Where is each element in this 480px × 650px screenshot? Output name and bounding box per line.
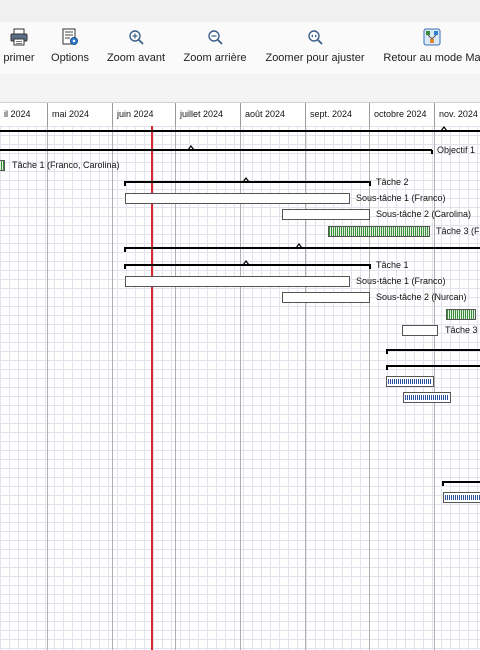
month-divider xyxy=(369,126,370,650)
task-bar-blue-1[interactable] xyxy=(386,376,434,387)
summary-bracket-objectif-4 xyxy=(442,481,480,486)
month-june: juin 2024 xyxy=(112,103,175,126)
month-october: octobre 2024 xyxy=(369,103,434,126)
return-mode-button-label: Retour au mode Ma xyxy=(383,52,480,64)
zoom-fit-button[interactable]: Zoomer pour ajuster xyxy=(262,22,368,74)
task-bar-tache-3-b[interactable] xyxy=(402,325,438,336)
timeline-header: il 2024 mai 2024 juin 2024 juillet 2024 … xyxy=(0,102,480,127)
task-bar-tache-1-franco-carolina[interactable] xyxy=(0,160,5,171)
summary-bracket-tache-2 xyxy=(124,181,371,186)
task-bar-blue-3[interactable] xyxy=(443,492,480,503)
toolbar-separator xyxy=(0,74,480,102)
options-button-label: Options xyxy=(51,52,89,64)
task-label-tache-3: Tâche 3 (F xyxy=(436,226,480,236)
task-bar-tache-3[interactable] xyxy=(328,226,430,237)
task-bar-sous-tache-1-franco[interactable] xyxy=(125,193,350,204)
summary-brackets xyxy=(0,126,480,486)
month-divider xyxy=(240,126,241,650)
task-label-sous-tache-2-nurcan: Sous-tâche 2 (Nurcan) xyxy=(376,292,467,302)
month-april: il 2024 xyxy=(0,103,47,126)
task-label-tache-1-franco-carolina: Tâche 1 (Franco, Carolina) xyxy=(12,160,120,170)
task-label-sous-tache-2-carolina: Sous-tâche 2 (Carolina) xyxy=(376,209,472,219)
return-mode-button[interactable]: Retour au mode Ma xyxy=(380,22,480,74)
gantt-chart-area[interactable]: Objectif 1 Tâche 1 (Franco, Carolina) Tâ… xyxy=(0,126,480,650)
month-july: juillet 2024 xyxy=(175,103,240,126)
month-august: août 2024 xyxy=(240,103,305,126)
options-icon xyxy=(62,28,78,45)
zoom-in-button[interactable]: Zoom avant xyxy=(104,22,168,74)
task-bar-blue-2[interactable] xyxy=(403,392,451,403)
zoom-fit-icon xyxy=(308,30,323,45)
task-label-tache-1: Tâche 1 xyxy=(376,260,409,270)
month-september: sept. 2024 xyxy=(305,103,369,126)
summary-bracket-tache-1 xyxy=(124,264,371,269)
month-may: mai 2024 xyxy=(47,103,112,126)
zoom-in-icon xyxy=(129,30,144,45)
toolbar: primer Options Zoom avant Zoom arrière xyxy=(0,22,480,74)
zoom-out-button-label: Zoom arrière xyxy=(183,52,247,64)
return-mode-icon xyxy=(423,28,441,46)
zoom-fit-button-label: Zoomer pour ajuster xyxy=(265,52,365,64)
task-label-sous-tache-1-franco-b: Sous-tâche 1 (Franco) xyxy=(356,276,446,286)
month-divider xyxy=(47,126,48,650)
zoom-out-icon xyxy=(208,30,223,45)
task-label-sous-tache-1-franco: Sous-tâche 1 (Franco) xyxy=(356,193,446,203)
task-label-tache-2: Tâche 2 xyxy=(376,177,409,187)
task-bar-green-short[interactable] xyxy=(446,309,476,320)
summary-bracket-tache-a xyxy=(386,365,480,370)
task-bar-sous-tache-1-franco-b[interactable] xyxy=(125,276,350,287)
printer-icon xyxy=(10,28,28,46)
summary-bracket-notch xyxy=(440,126,448,132)
print-button-label: primer xyxy=(3,52,35,64)
summary-bracket-objectif-3 xyxy=(386,349,480,354)
task-bar-sous-tache-2-carolina[interactable] xyxy=(282,209,370,220)
month-divider xyxy=(112,126,113,650)
month-divider xyxy=(175,126,176,650)
options-button[interactable]: Options xyxy=(48,22,92,74)
objectif-1-label: Objectif 1 xyxy=(437,145,476,155)
today-marker-line xyxy=(151,126,153,650)
window-top-strip xyxy=(0,0,480,22)
task-bar-sous-tache-2-nurcan[interactable] xyxy=(282,292,370,303)
zoom-out-button[interactable]: Zoom arrière xyxy=(180,22,250,74)
print-button[interactable]: primer xyxy=(0,22,40,74)
summary-bracket-objectif-1 xyxy=(0,149,433,154)
task-label-tache-3-b: Tâche 3 xyxy=(445,325,478,335)
summary-bracket-objectif-2 xyxy=(124,247,480,252)
month-divider xyxy=(434,126,435,650)
month-november: nov. 2024 xyxy=(434,103,480,126)
month-divider xyxy=(305,126,306,650)
zoom-in-button-label: Zoom avant xyxy=(106,52,166,64)
